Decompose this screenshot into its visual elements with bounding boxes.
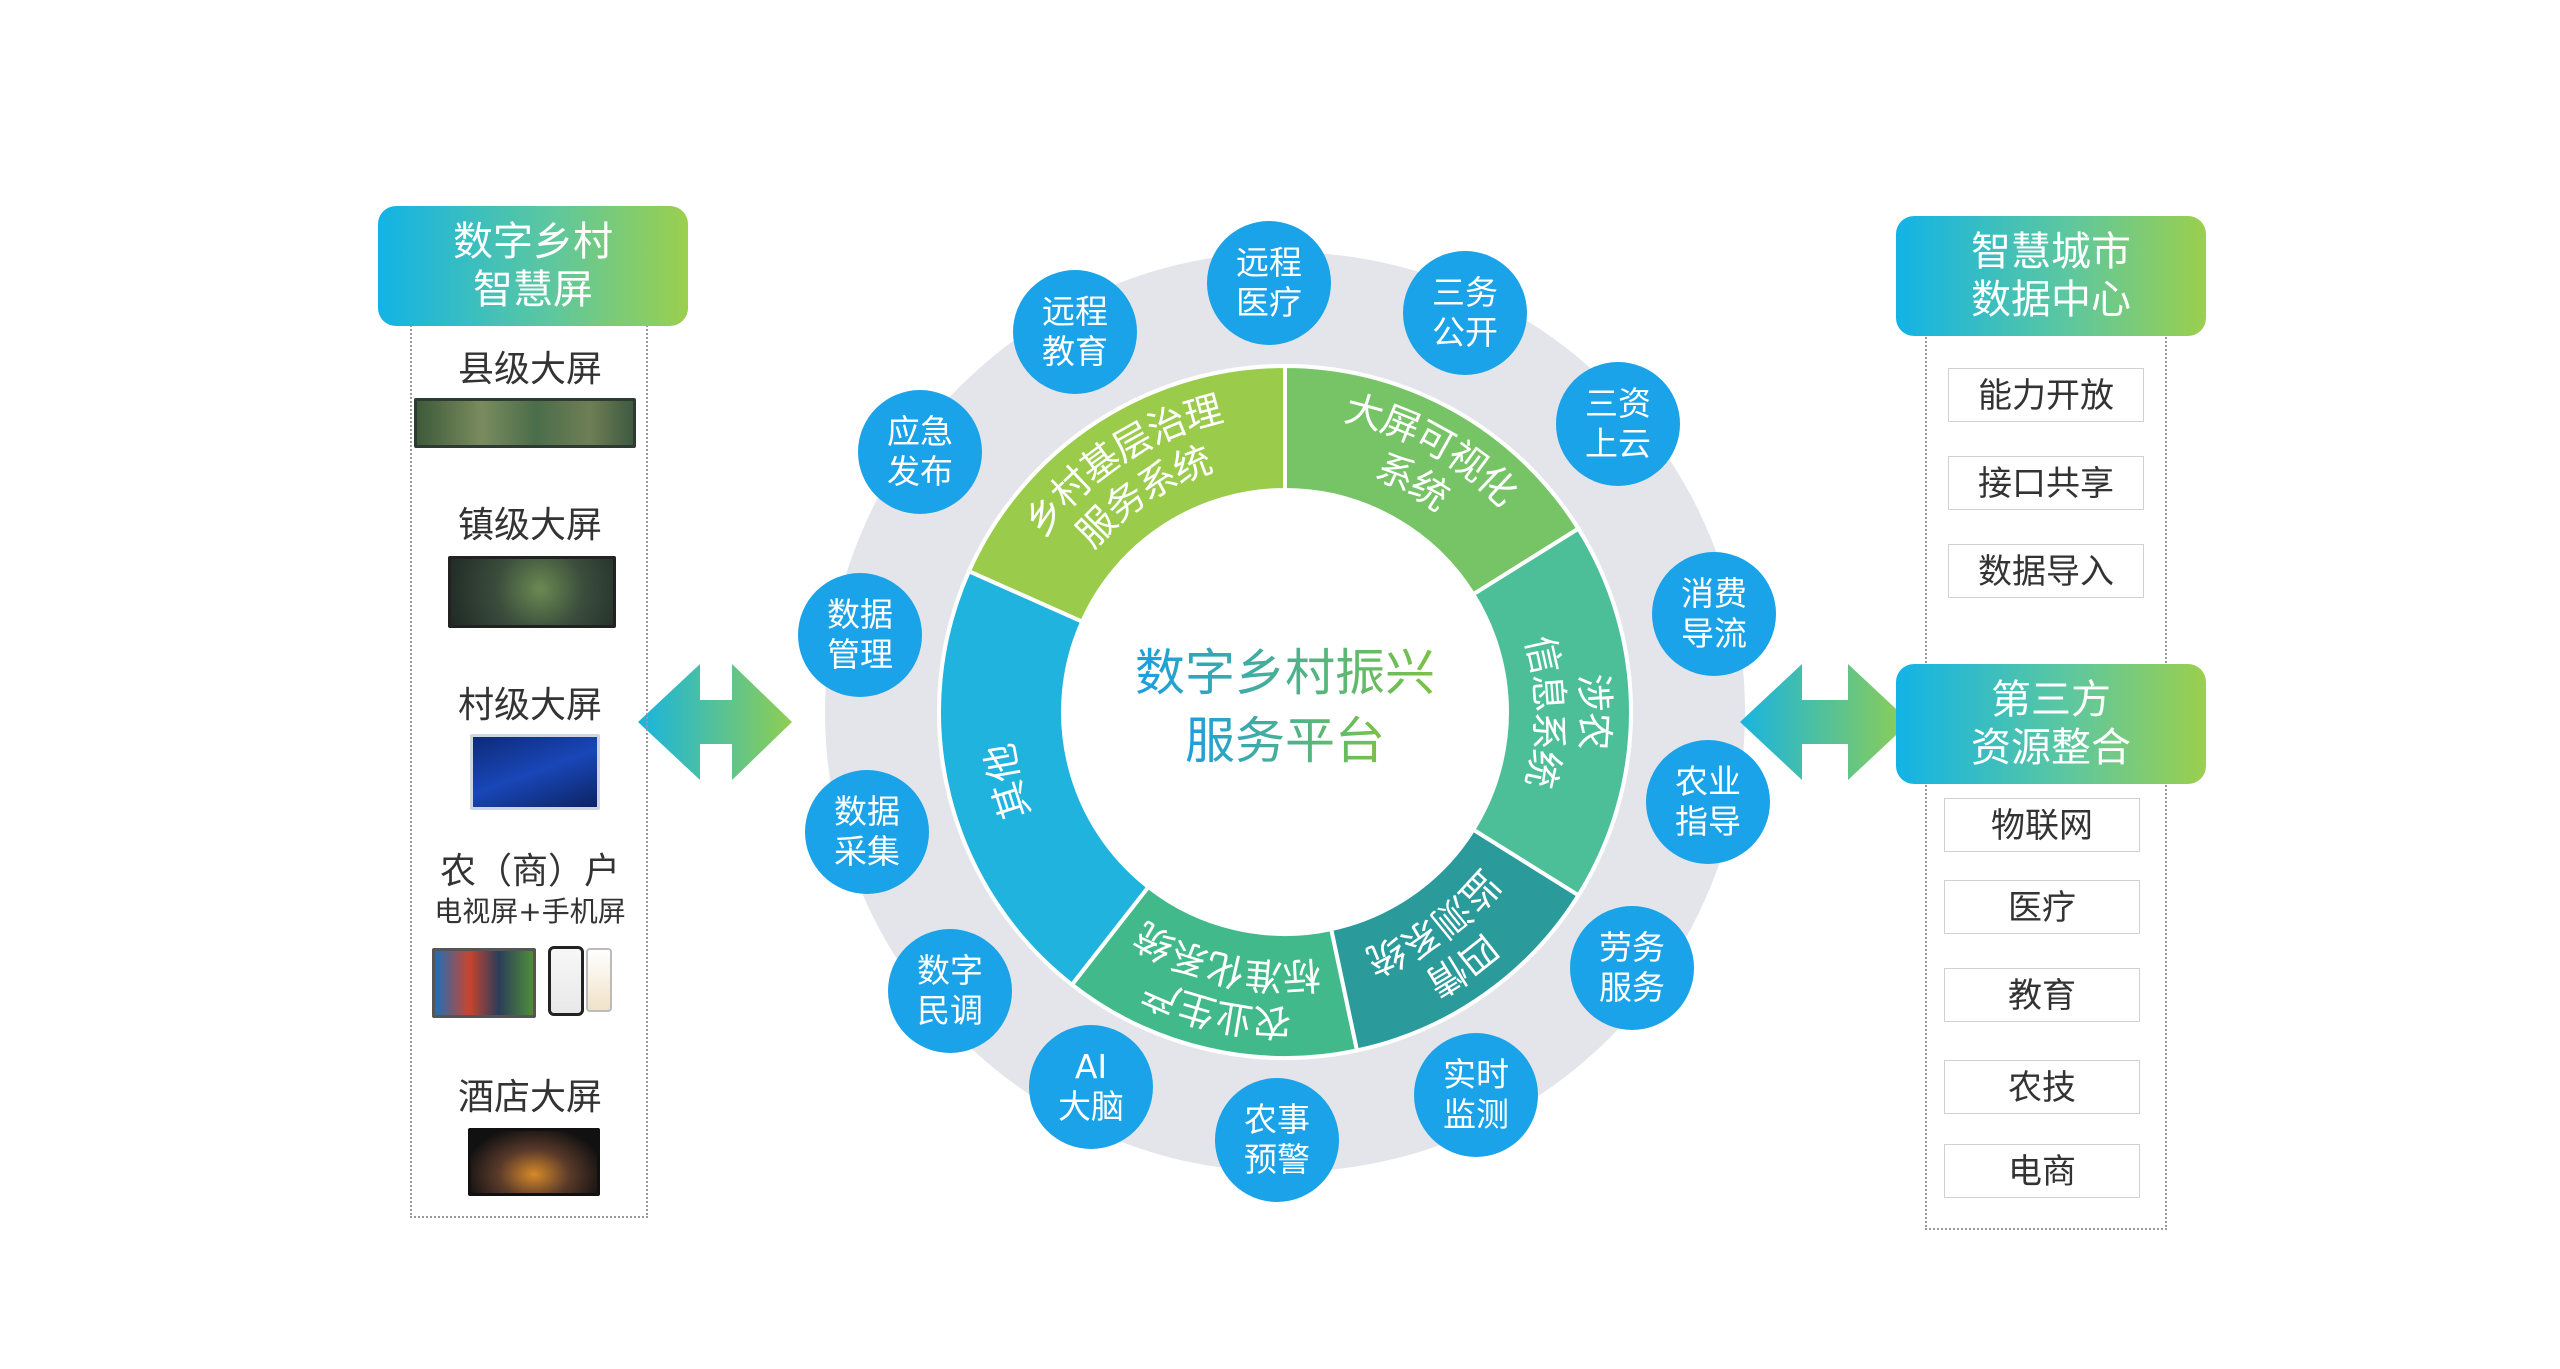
tag-iot: 物联网 bbox=[1944, 798, 2140, 852]
bubble-data-manage: 数据管理 bbox=[798, 573, 922, 697]
town-screen-image bbox=[448, 556, 616, 628]
household-phone-image bbox=[548, 946, 584, 1016]
village-screen-label: 村级大屏 bbox=[457, 685, 602, 726]
tag-interface-share: 接口共享 bbox=[1948, 456, 2144, 510]
bubble-data-collect: 数据采集 bbox=[805, 770, 929, 894]
household-tv-image bbox=[432, 948, 536, 1018]
county-screen-label: 县级大屏 bbox=[457, 349, 602, 390]
right-bottom-title-line2: 资源整合 bbox=[1971, 725, 2131, 771]
right-top-title-line1: 智慧城市 bbox=[1971, 229, 2131, 275]
bubble-farm-warning: 农事预警 bbox=[1215, 1078, 1339, 1202]
village-screen-image bbox=[470, 734, 600, 810]
tag-data-import: 数据导入 bbox=[1948, 544, 2144, 598]
bubble-remote-medical: 远程医疗 bbox=[1207, 221, 1331, 345]
tag-medical: 医疗 bbox=[1944, 880, 2140, 934]
left-panel-header: 数字乡村 智慧屏 bbox=[378, 206, 688, 326]
bubble-labor-service: 劳务服务 bbox=[1570, 906, 1694, 1030]
household-screen-label: 农（商）户 bbox=[439, 851, 620, 892]
right-double-arrow bbox=[1740, 664, 1910, 780]
town-screen-label: 镇级大屏 bbox=[457, 505, 602, 546]
bubble-digital-poll: 数字民调 bbox=[888, 929, 1012, 1053]
center-title-line2: 服务平台 bbox=[1185, 712, 1385, 770]
center-title-line1: 数字乡村振兴 bbox=[1135, 644, 1435, 702]
tag-ecommerce: 电商 bbox=[1944, 1144, 2140, 1198]
hotel-screen-label: 酒店大屏 bbox=[457, 1077, 602, 1118]
left-double-arrow bbox=[638, 664, 792, 780]
bubble-consumption-guide: 消费导流 bbox=[1652, 552, 1776, 676]
tag-agri-tech: 农技 bbox=[1944, 1060, 2140, 1114]
center-circle bbox=[1063, 490, 1507, 934]
bubble-three-assets-cloud: 三资上云 bbox=[1556, 362, 1680, 486]
county-screen-image bbox=[414, 398, 636, 448]
right-bottom-panel-header: 第三方 资源整合 bbox=[1896, 664, 2206, 784]
tag-education: 教育 bbox=[1944, 968, 2140, 1022]
left-panel-title-line1: 数字乡村 bbox=[453, 219, 613, 265]
hotel-screen-image bbox=[468, 1128, 600, 1196]
bubble-agri-guidance: 农业指导 bbox=[1646, 740, 1770, 864]
right-top-panel-header: 智慧城市 数据中心 bbox=[1896, 216, 2206, 336]
household-tablet-image bbox=[586, 948, 612, 1012]
bubble-realtime-monitor: 实时监测 bbox=[1414, 1033, 1538, 1157]
bubble-remote-education: 远程教育 bbox=[1013, 270, 1137, 394]
right-bottom-title-line1: 第三方 bbox=[1991, 677, 2111, 723]
right-top-title-line2: 数据中心 bbox=[1971, 277, 2131, 323]
tag-capability-open: 能力开放 bbox=[1948, 368, 2144, 422]
household-screen-sublabel: 电视屏+手机屏 bbox=[434, 895, 626, 928]
segment-other bbox=[937, 568, 1152, 988]
bubble-three-affairs: 三务公开 bbox=[1403, 251, 1527, 375]
bubble-emergency-release: 应急发布 bbox=[858, 390, 982, 514]
left-panel-title-line2: 智慧屏 bbox=[473, 267, 593, 313]
